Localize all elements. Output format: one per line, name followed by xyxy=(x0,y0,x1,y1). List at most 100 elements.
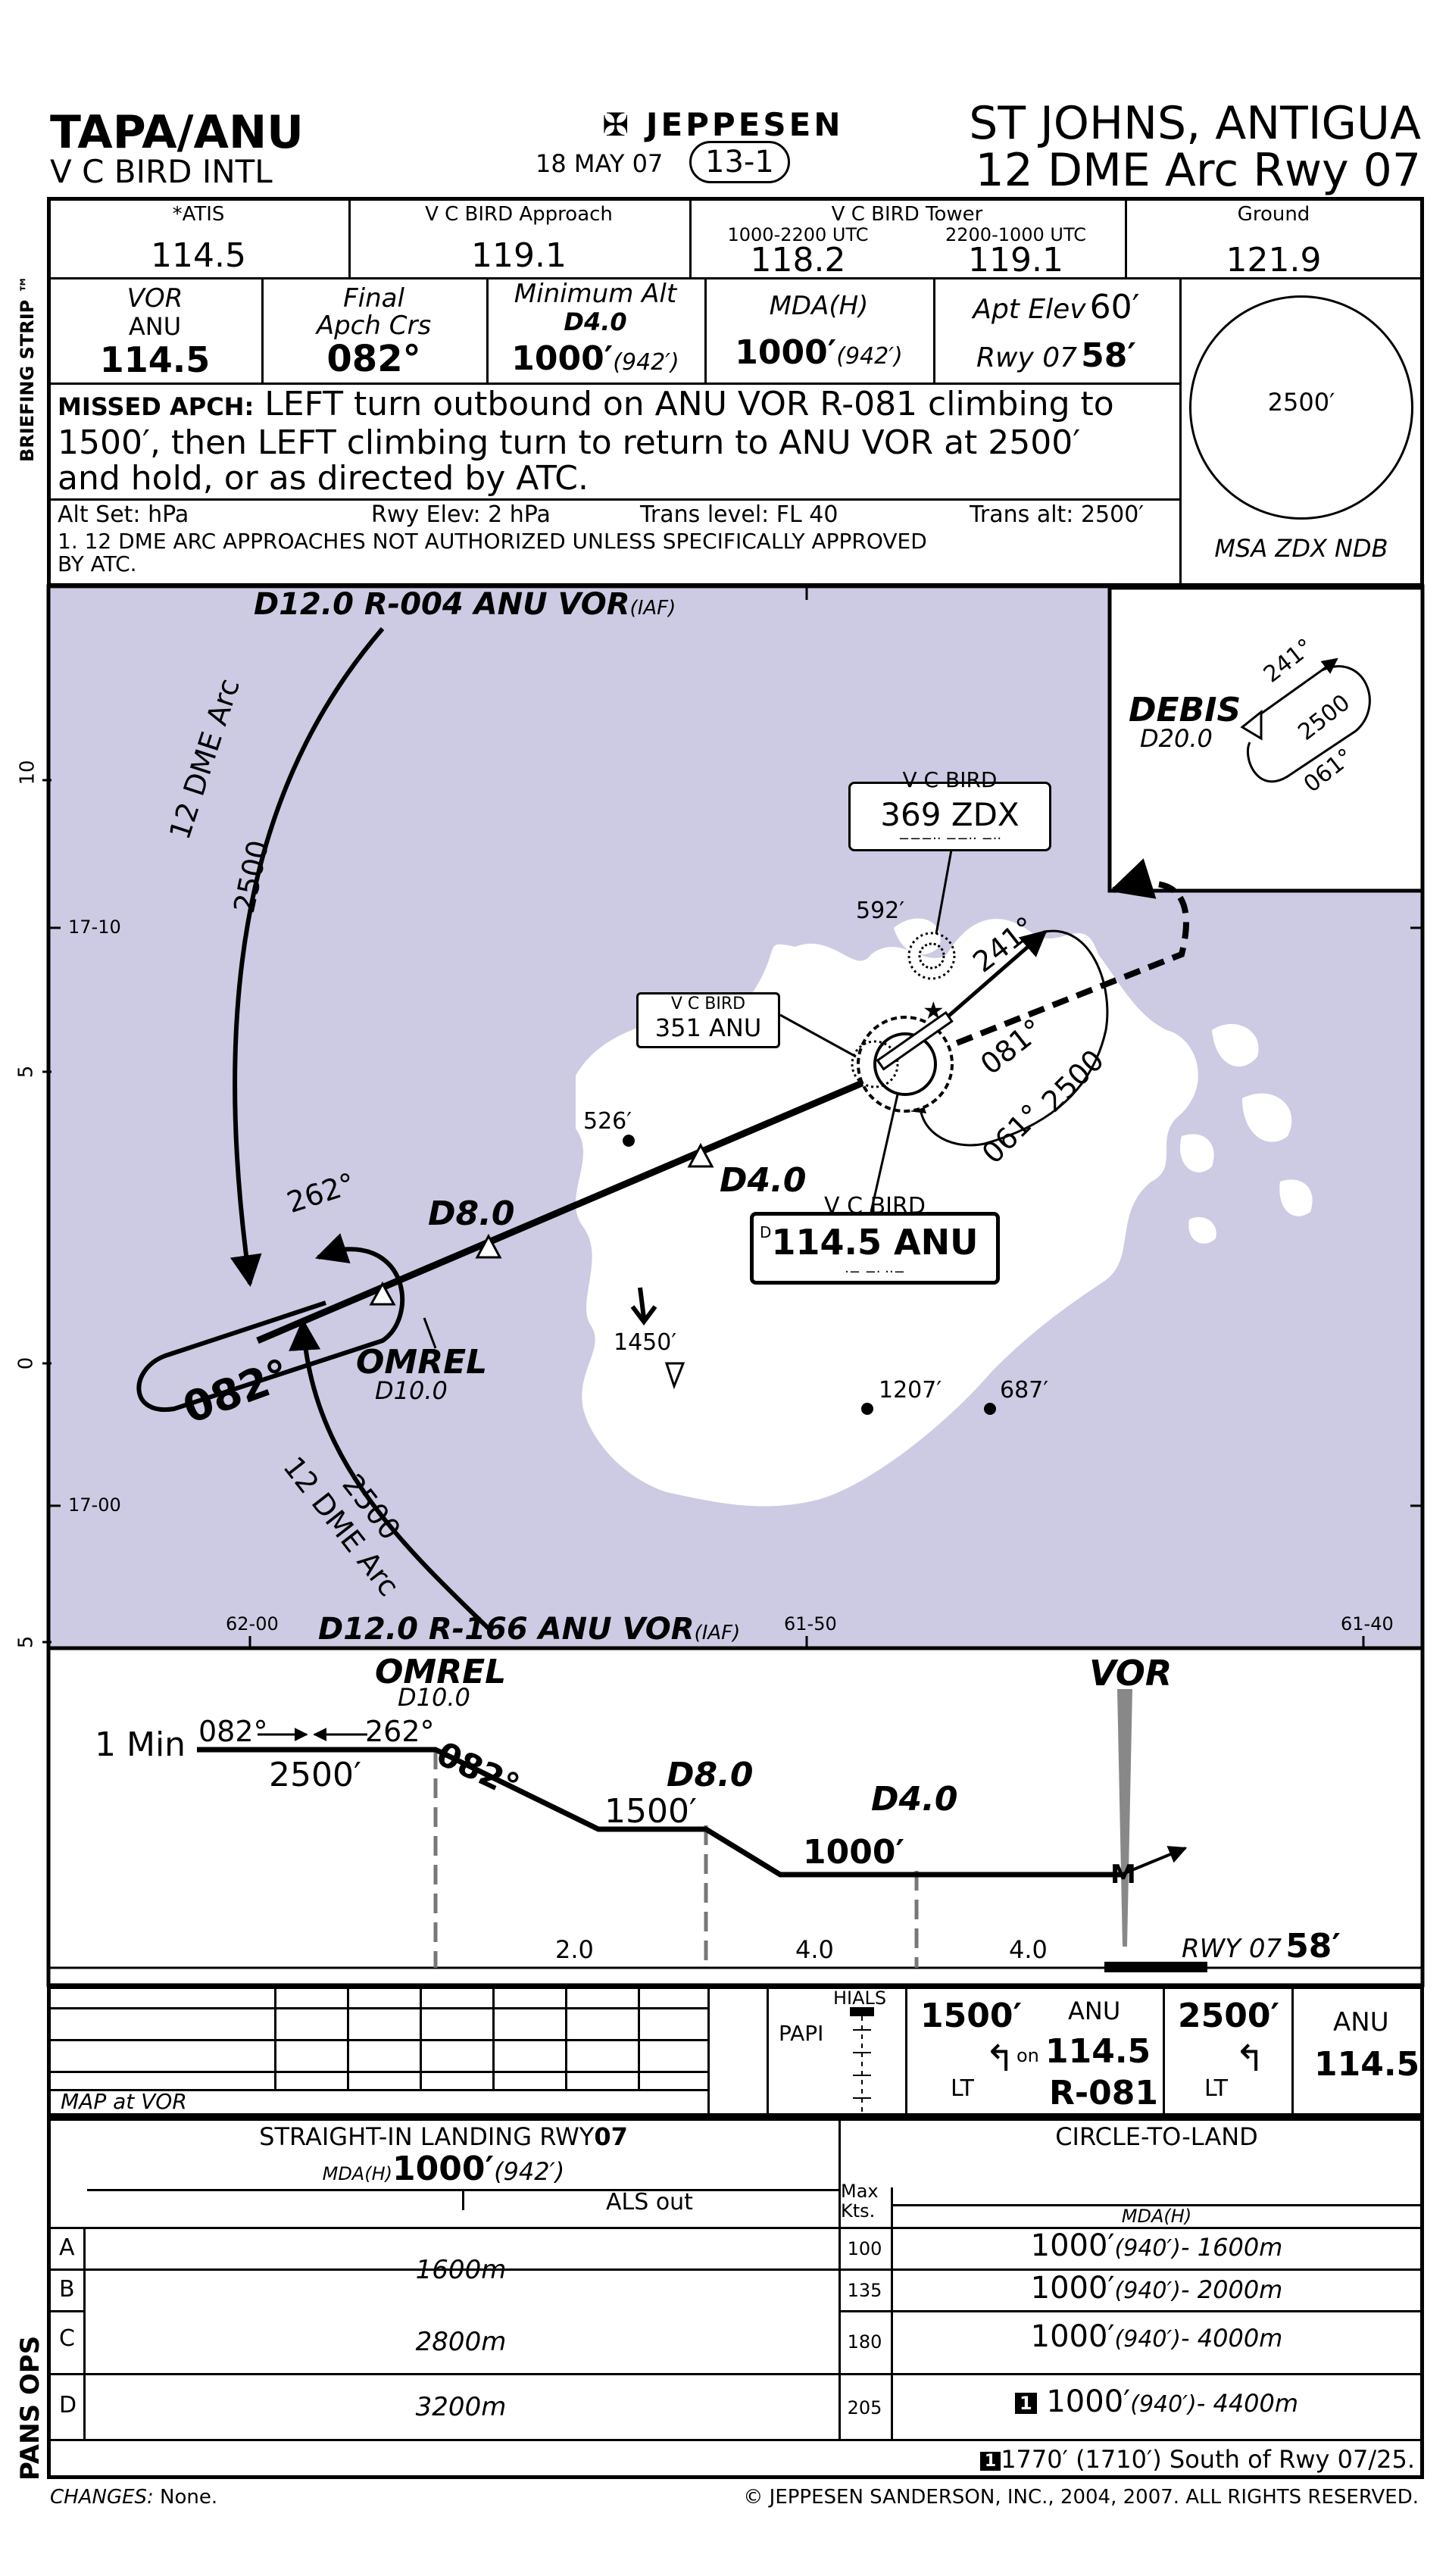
max-kts-label: Max Kts. xyxy=(841,2181,879,2222)
vor-symbol xyxy=(873,1032,937,1096)
divider xyxy=(420,1987,422,2089)
profile-d4: D4.0 xyxy=(871,1780,958,1819)
left-turn-icon-2: ↰ xyxy=(1235,2037,1266,2080)
divider xyxy=(261,279,264,382)
dme-arc-south xyxy=(289,1318,491,1631)
divider xyxy=(838,2268,1422,2271)
mda-label: MDA(H) xyxy=(769,291,869,321)
elev-592: 592′ xyxy=(856,898,905,924)
spot-elevation-526 xyxy=(623,1135,635,1147)
max-kts-b: 135 xyxy=(847,2280,882,2301)
category-a: A xyxy=(59,2234,75,2261)
tower-time-1: 1000-2200 UTC xyxy=(727,224,869,245)
divider xyxy=(462,2189,464,2210)
left-turn-icon-1: ↰ xyxy=(985,2037,1016,2080)
chart-number: 13-1 xyxy=(689,141,790,183)
divider xyxy=(767,1987,769,2115)
divider xyxy=(48,2373,1422,2375)
ndb-zdx-box: V C BIRD 369 ZDX −−−·· −−·· −·· xyxy=(848,767,1051,851)
omrel-fix-label: OMREL xyxy=(356,1343,488,1382)
divider xyxy=(492,1987,495,2089)
minima-table xyxy=(47,2117,1424,2479)
divider xyxy=(891,2187,893,2441)
divider xyxy=(1125,200,1127,279)
divider xyxy=(48,277,1422,279)
missed-lt-1: LT xyxy=(951,2075,974,2102)
divider xyxy=(48,382,1179,385)
divider xyxy=(83,2228,86,2441)
divider xyxy=(48,2071,707,2073)
divider xyxy=(48,2039,707,2041)
profile-omrel-dme: D10.0 xyxy=(398,1683,470,1712)
divider xyxy=(838,2310,1422,2312)
minimum-alt-value: 1000′(942′) xyxy=(511,339,679,378)
airport-name: V C BIRD INTL xyxy=(50,153,273,190)
debis-holding xyxy=(1241,665,1371,783)
straight-in-vis-d: 3200m xyxy=(415,2392,507,2422)
profile-dist-3: 4.0 xyxy=(1009,1935,1048,1964)
elev-526: 526′ xyxy=(583,1108,632,1135)
missed-climb-1500: 1500′ xyxy=(920,1997,1023,2035)
mda-value: 1000′(942′) xyxy=(735,333,903,372)
divider xyxy=(347,1987,349,2089)
chart-note: 1. 12 DME ARC APPROACHES NOT AUTHORIZED … xyxy=(58,529,927,576)
chart-date: 18 MAY 07 xyxy=(536,149,664,178)
arc-start-south: D12.0 R-166 ANU VOR(IAF) xyxy=(318,1612,741,1647)
alt-set: Alt Set: hPa xyxy=(58,501,189,528)
circle-minima-b: 1000′(940′)- 2000m xyxy=(1030,2271,1283,2306)
divider xyxy=(565,1987,567,2089)
straight-in-vis-c: 2800m xyxy=(415,2327,507,2357)
vor-dme-marker: D xyxy=(760,1223,772,1241)
d8-fix-label: D8.0 xyxy=(428,1194,515,1233)
msa-altitude: 2500′ xyxy=(1267,388,1335,417)
atis-frequency: 114.5 xyxy=(151,236,246,275)
procedure-name: 12 DME Arc Rwy 07 xyxy=(975,144,1421,197)
atis-label: *ATIS xyxy=(172,203,225,226)
islet xyxy=(1188,1216,1216,1244)
lat-17-00: 17-00 xyxy=(68,1494,121,1516)
debis-fix-triangle xyxy=(1240,709,1263,741)
vor-label: VOR xyxy=(126,283,183,314)
ndb-anu-symbol xyxy=(851,1040,899,1088)
islet xyxy=(1212,1024,1259,1067)
divider xyxy=(48,498,1179,501)
final-course-value: 082° xyxy=(326,338,421,380)
islet xyxy=(1279,1179,1313,1216)
note-marker-1: 1 xyxy=(1014,2393,1037,2414)
copyright: © JEPPESEN SANDERSON, INC., 2004, 2007. … xyxy=(743,2486,1419,2509)
straight-in-vis-ab: 1600m xyxy=(415,2255,507,2285)
tower-frequency-1: 118.2 xyxy=(750,241,846,279)
divider xyxy=(905,1987,907,2115)
divider xyxy=(486,279,489,382)
als-out-label: ALS out xyxy=(606,2189,693,2215)
max-kts-a: 100 xyxy=(847,2238,882,2259)
divider xyxy=(48,2007,707,2009)
msa-circle xyxy=(1189,295,1413,520)
profile-inbound-crs: 082° xyxy=(198,1715,268,1748)
omrel-fix-triangle xyxy=(369,1281,396,1306)
lat-17-10: 17-10 xyxy=(68,916,121,938)
vor-compass-rose xyxy=(857,1016,954,1113)
straight-in-mda: MDA(H)1000′(942′) xyxy=(322,2150,565,2188)
profile-vor: VOR xyxy=(1089,1653,1173,1694)
debis-dme: D20.0 xyxy=(1140,724,1213,753)
msa-label: MSA ZDX NDB xyxy=(1214,534,1388,563)
minimum-alt-label: Minimum Alt xyxy=(514,279,677,309)
hials-label: HIALS xyxy=(833,1987,887,2009)
omrel-holding xyxy=(136,1233,405,1413)
ndb-anu-ident: 351 ANU xyxy=(654,1013,762,1042)
vor-leader xyxy=(870,1094,899,1213)
dme-arc-north xyxy=(230,627,385,1288)
lon-61-50: 61-50 xyxy=(784,1613,837,1635)
debis-arrow xyxy=(1320,657,1338,674)
profile-d8: D8.0 xyxy=(667,1756,754,1794)
missed-anu-freq-2: 114.5 xyxy=(1314,2045,1420,2084)
divider xyxy=(48,2268,838,2271)
divider xyxy=(48,2227,1422,2229)
apt-elev: Apt Elev 60′ xyxy=(973,288,1140,326)
divider xyxy=(704,279,707,382)
runway-bar xyxy=(1104,1962,1207,1972)
missed-anu-freq-1: 114.5 xyxy=(1045,2032,1151,2071)
island-north-point xyxy=(894,918,941,955)
missed-climb-arrow xyxy=(1120,1846,1188,1876)
